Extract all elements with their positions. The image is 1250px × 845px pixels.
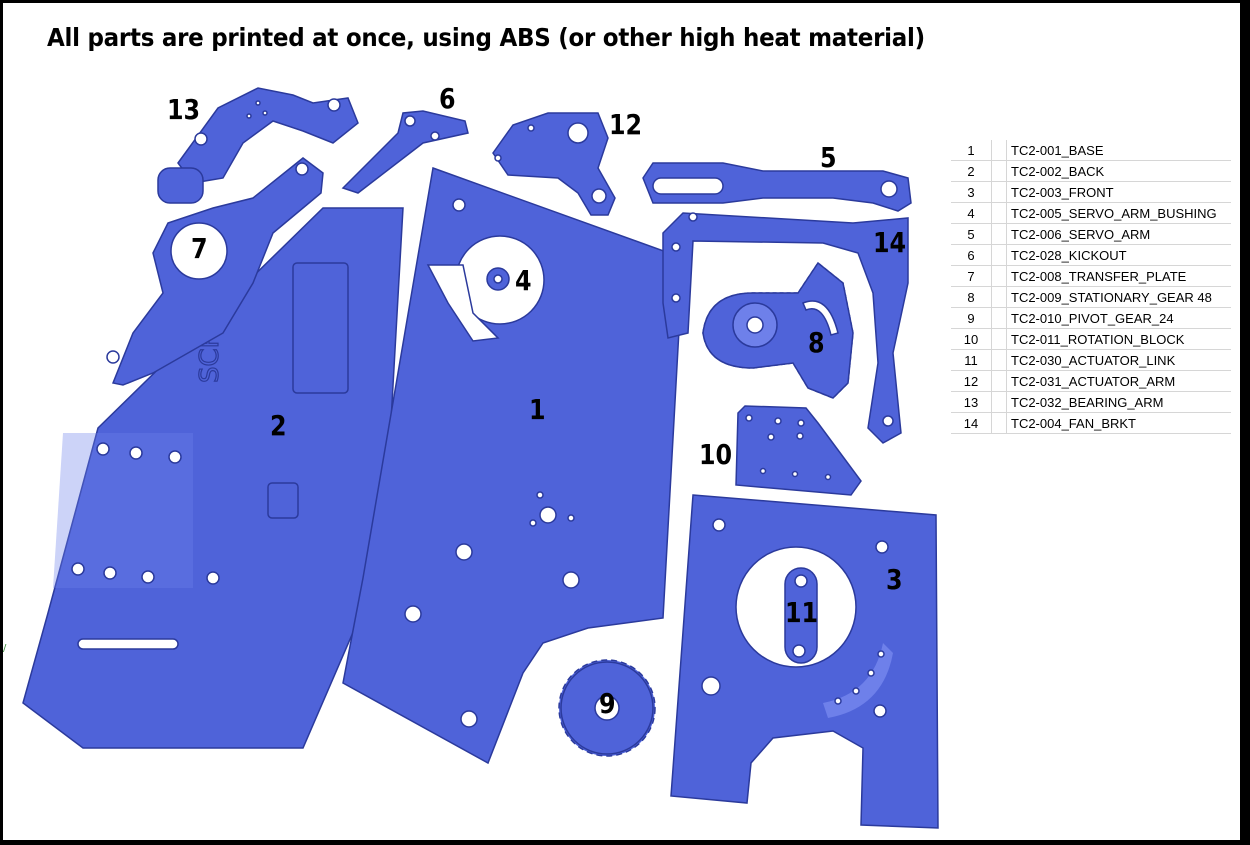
bom-part-name: TC2-011_ROTATION_BLOCK (1006, 328, 1231, 350)
bom-spacer-cell (991, 412, 1007, 434)
label-part-8: 8 (808, 326, 825, 359)
label-part-12: 12 (609, 108, 643, 141)
part-5-servo-arm (642, 162, 912, 212)
bom-row: 4 TC2-005_SERVO_ARM_BUSHING (951, 202, 1231, 224)
label-part-5: 5 (820, 141, 837, 174)
bom-spacer-cell (991, 202, 1007, 224)
bom-row: 11 TC2-030_ACTUATOR_LINK (951, 349, 1231, 371)
label-part-7: 7 (191, 232, 208, 265)
bom-row: 10 TC2-011_ROTATION_BLOCK (951, 328, 1231, 350)
bom-item-number: 4 (951, 202, 992, 224)
drawing-canvas: All parts are printed at once, using ABS… (3, 3, 1240, 840)
bom-row: 9 TC2-010_PIVOT_GEAR_24 (951, 307, 1231, 329)
part-9-pivot-gear (558, 659, 656, 757)
parts-layout: SCHWAGRI (22, 87, 939, 829)
bom-row: 2 TC2-002_BACK (951, 160, 1231, 182)
bom-spacer-cell (991, 370, 1007, 392)
bom-item-number: 7 (951, 265, 992, 287)
bom-row: 13 TC2-032_BEARING_ARM (951, 391, 1231, 413)
bom-row: 12 TC2-031_ACTUATOR_ARM (951, 370, 1231, 392)
label-part-6: 6 (439, 82, 456, 115)
bom-part-name: TC2-002_BACK (1006, 160, 1231, 182)
part-12-actuator-arm (492, 112, 616, 216)
part-1-base (342, 166, 684, 765)
part-7-transfer-plate (106, 157, 324, 386)
bom-row: 1 TC2-001_BASE (951, 140, 1231, 161)
axis-marker: / (3, 643, 7, 654)
bom-part-name: TC2-032_BEARING_ARM (1006, 391, 1231, 413)
bom-spacer-cell (991, 307, 1007, 329)
bom-row: 3 TC2-003_FRONT (951, 181, 1231, 203)
bom-part-name: TC2-030_ACTUATOR_LINK (1006, 349, 1231, 371)
bom-spacer-cell (991, 286, 1007, 308)
label-part-14: 14 (873, 226, 907, 259)
bom-part-name: TC2-008_TRANSFER_PLATE (1006, 265, 1231, 287)
bom-part-name: TC2-001_BASE (1006, 140, 1231, 161)
part-8-stationary-gear (702, 261, 854, 399)
part-2-back: SCHWAGRI (22, 207, 404, 749)
part-14-fan-bracket (662, 212, 909, 444)
label-part-13: 13 (167, 93, 201, 126)
bom-spacer-cell (991, 328, 1007, 350)
bom-spacer-cell (991, 181, 1007, 203)
label-part-9: 9 (599, 687, 616, 720)
bom-item-number: 11 (951, 349, 992, 371)
bom-item-number: 3 (951, 181, 992, 203)
bom-item-number: 13 (951, 391, 992, 413)
bom-part-name: TC2-005_SERVO_ARM_BUSHING (1006, 202, 1231, 224)
bom-spacer-cell (991, 391, 1007, 413)
bom-item-number: 5 (951, 223, 992, 245)
bom-item-number: 10 (951, 328, 992, 350)
bom-row: 8 TC2-009_STATIONARY_GEAR 48 (951, 286, 1231, 308)
bill-of-materials-table: 1 TC2-001_BASE 2 TC2-002_BACK 3 TC2-003_FRONT… (951, 140, 1231, 434)
bom-part-name: TC2-009_STATIONARY_GEAR 48 (1006, 286, 1231, 308)
part-6-kickout (341, 110, 469, 194)
part-10-rotation-block (735, 405, 862, 496)
label-part-3: 3 (886, 563, 903, 596)
bom-spacer-cell (991, 140, 1007, 161)
bom-row: 6 TC2-028_KICKOUT (951, 244, 1231, 266)
bom-row: 5 TC2-006_SERVO_ARM (951, 223, 1231, 245)
bom-part-name: TC2-028_KICKOUT (1006, 244, 1231, 266)
label-part-10: 10 (699, 438, 733, 471)
label-part-11: 11 (785, 596, 819, 629)
bom-spacer-cell (991, 244, 1007, 266)
bom-spacer-cell (991, 349, 1007, 371)
bom-part-name: TC2-010_PIVOT_GEAR_24 (1006, 307, 1231, 329)
label-part-1: 1 (529, 393, 546, 426)
bom-part-name: TC2-006_SERVO_ARM (1006, 223, 1231, 245)
part-13-bearing-arm (157, 87, 359, 204)
bom-item-number: 9 (951, 307, 992, 329)
bom-item-number: 6 (951, 244, 992, 266)
bom-item-number: 1 (951, 140, 992, 161)
bom-item-number: 8 (951, 286, 992, 308)
page-title: All parts are printed at once, using ABS… (47, 23, 925, 52)
bom-item-number: 12 (951, 370, 992, 392)
bom-spacer-cell (991, 223, 1007, 245)
bom-row: 7 TC2-008_TRANSFER_PLATE (951, 265, 1231, 287)
bom-part-name: TC2-003_FRONT (1006, 181, 1231, 203)
label-part-4: 4 (515, 264, 532, 297)
bom-part-name: TC2-031_ACTUATOR_ARM (1006, 370, 1231, 392)
bom-row: 14 TC2-004_FAN_BRKT (951, 412, 1231, 434)
bom-item-number: 2 (951, 160, 992, 182)
part-11-actuator-link (784, 567, 818, 664)
bom-item-number: 14 (951, 412, 992, 434)
label-part-2: 2 (270, 409, 287, 442)
bom-part-name: TC2-004_FAN_BRKT (1006, 412, 1231, 434)
bom-spacer-cell (991, 265, 1007, 287)
bom-spacer-cell (991, 160, 1007, 182)
